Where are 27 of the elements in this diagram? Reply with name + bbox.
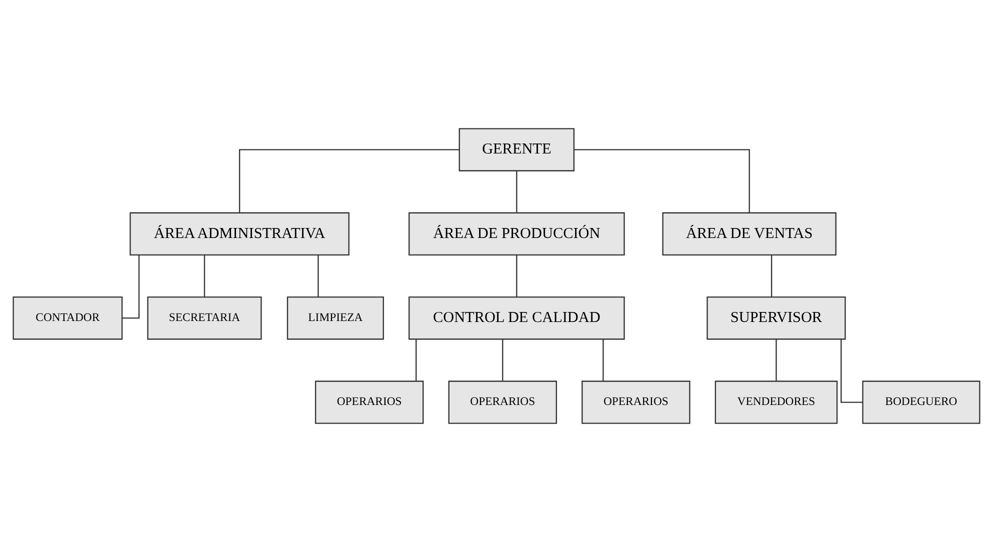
node-box: LIMPIEZA	[286, 296, 384, 340]
connector	[574, 149, 750, 213]
connector	[416, 339, 417, 381]
connector	[238, 149, 460, 213]
node-box: GERENTE	[458, 128, 575, 172]
node-box: CONTROL DE CALIDAD	[408, 296, 625, 340]
node-box: VENDEDORES	[714, 380, 838, 424]
node-box: CONTADOR	[12, 296, 123, 340]
node-box: OPERARIOS	[582, 380, 690, 424]
connector	[122, 255, 140, 319]
connector	[516, 255, 518, 297]
node-box: OPERARIOS	[314, 380, 424, 424]
connector	[602, 339, 604, 381]
connector	[770, 255, 772, 297]
node-box: ÁREA DE VENTAS	[662, 212, 836, 256]
node-box: SUPERVISOR	[706, 296, 846, 340]
connector	[840, 339, 863, 403]
connector	[502, 339, 504, 381]
node-box: ÁREA DE PRODUCCIÓN	[408, 212, 625, 256]
node-box: BODEGUERO	[862, 380, 980, 424]
node-box: SECRETARIA	[147, 296, 262, 340]
connector	[776, 339, 777, 381]
connector	[318, 255, 319, 297]
node-box: ÁREA ADMINISTRATIVA	[130, 212, 350, 256]
node-box: OPERARIOS	[448, 380, 557, 424]
connector	[204, 255, 206, 297]
connector	[516, 170, 518, 212]
